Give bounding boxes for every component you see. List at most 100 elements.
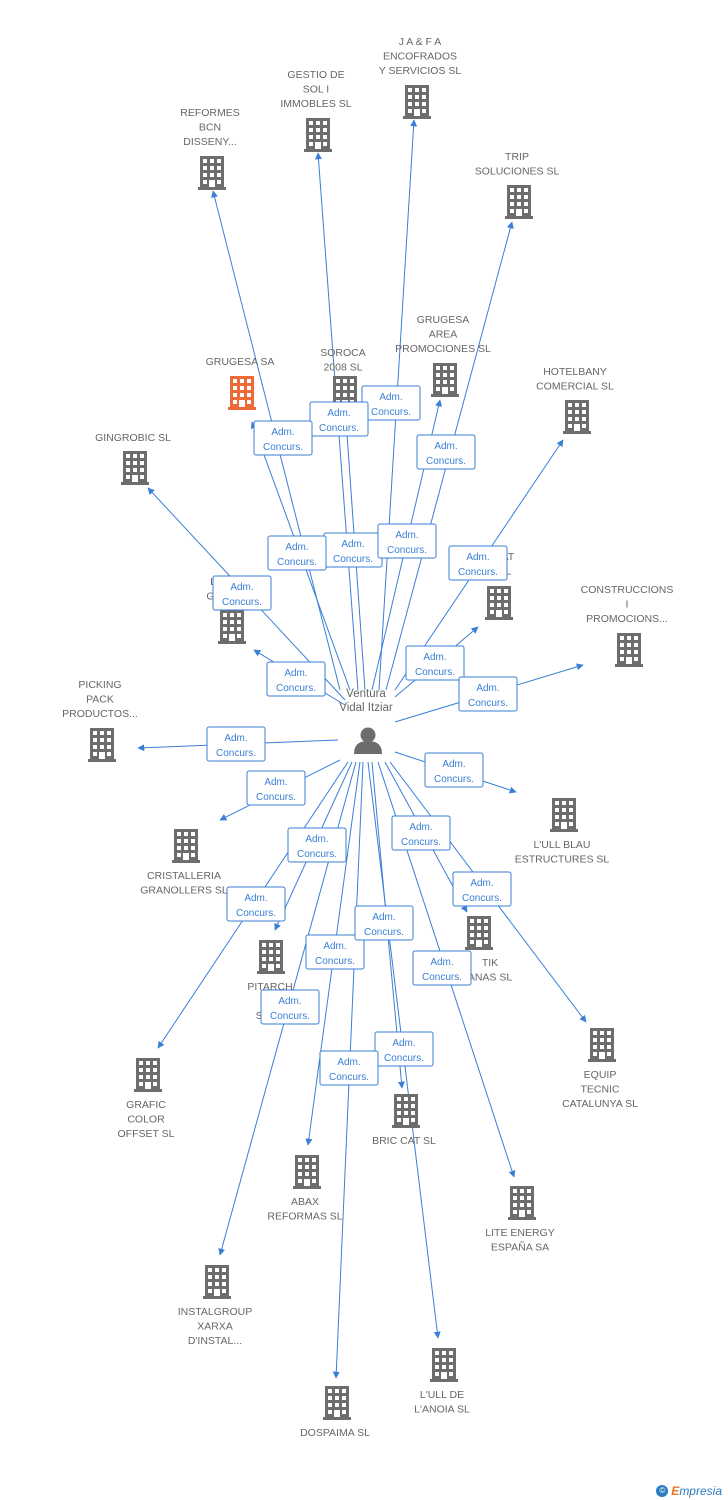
edge-label-tat[interactable]: Adm.Concurs. [405,645,465,681]
edge-label-line: Concurs. [422,972,462,983]
company-name-line: INSTALGROUP [178,1306,252,1318]
company-name-line: GRANOLLERS SL [140,885,228,897]
edge-label-line: Adm. [284,668,307,679]
copyright-icon: © [656,1485,669,1497]
company-name-line: ABAX [291,1196,319,1208]
edge-label-line: Concurs. [270,1011,310,1022]
edge-label-tik[interactable]: Adm.Concurs. [391,815,451,851]
company-node-bric[interactable]: BRIC CAT SL [372,1094,436,1147]
company-name-line: REFORMES [180,107,240,119]
edge-label-lga[interactable]: Adm.Concurs. [266,661,326,697]
company-name-line: REFORMAS SL [267,1211,342,1223]
edge-label-ullblau[interactable]: Adm. Concurs. [424,752,484,788]
edge-label-trip[interactable]: Adm.Concurs. [377,523,437,559]
edge-label-equip[interactable]: Adm.Concurs. [452,871,512,907]
building-icon [218,610,246,644]
edge-label-line: Concurs. [364,927,404,938]
edge-label-line: Concurs. [434,774,474,785]
edge-label-gestio[interactable]: Adm.Concurs. [323,532,383,568]
edge-label-line: Concurs. [277,557,317,568]
edge-label-reformes[interactable]: Adm.Concurs. [267,535,327,571]
edge-label-abax[interactable]: Adm.Concurs. [305,934,365,970]
company-name-line: GESTIO DE [287,69,344,81]
edge-label-grafic[interactable]: Adm.Concurs. [226,886,286,922]
company-name-line: SOL I [303,84,329,96]
edge-label-picking[interactable]: Adm.Concurs. [206,726,266,762]
edge-label-grugesa-area[interactable]: Adm.Concurs. [416,434,476,470]
edge-label-line: Concurs. [387,545,427,556]
company-name-line: PROMOCIONS... [586,613,668,625]
edge-label-instalgroup[interactable]: Adm.Concurs. [260,989,320,1025]
company-node-gingrobic[interactable]: GINGROBIC SL [95,432,171,485]
company-node-grugesa[interactable]: GRUGESA SA [206,356,275,410]
building-icon [465,916,493,950]
company-name: GRUGESA SA [206,356,275,368]
company-name-line: GRAFIC [126,1099,166,1111]
edge-label-grugesa[interactable]: Adm.Concurs. [253,420,313,456]
edge-label-line: Adm. [442,759,465,770]
company-name-line: I [626,599,629,611]
person-name-line-1: Ventura [346,688,386,700]
company-name-line: TIK [482,957,498,969]
building-icon [257,940,285,974]
edge-label-ullanoia[interactable]: Adm. Concurs. [354,905,414,941]
edge-label-box [452,871,512,907]
edge-label-line: Concurs. [216,748,256,759]
edge-label-line: Adm. [372,912,395,923]
edge-label-box [319,1050,379,1086]
company-name-line: D'INSTAL... [188,1335,242,1347]
edge-label-line: Concurs. [415,667,455,678]
company-name-line: SOLUCIONES SL [475,166,560,178]
edge-label-line: Adm. [470,878,493,889]
company-name-line: GINGROBIC SL [95,432,171,444]
company-name-line: AREA [429,329,458,341]
edge-label-construccions[interactable]: Adm.Concurs. [458,676,518,712]
company-name-line: PRODUCTOS... [62,708,138,720]
edge-label-soroca[interactable]: Adm.Concurs. [309,401,369,437]
company-node-dospaima[interactable]: DOSPAIMA SL [300,1386,370,1439]
edge-label-box [458,676,518,712]
edge-label-gingrobic[interactable]: Adm.Concurs. [212,575,272,611]
edge-label-box [309,401,369,437]
company-name-line: PACK [86,694,114,706]
edge-label-line: Concurs. [236,908,276,919]
edge-label-cristalleria[interactable]: Adm.Concurs. [246,770,306,806]
edge-label-line: Adm. [466,552,489,563]
edge-label-line: Adm. [341,539,364,550]
building-icon [508,1186,536,1220]
edge-label-pitarch[interactable]: Adm.Concurs. [287,827,347,863]
edge-label-hotelbany[interactable]: Adm.Concurs. [448,545,508,581]
person-node[interactable]: Ventura Vidal Itziar [339,688,393,754]
edge-label-line: Concurs. [401,837,441,848]
edge-label-jaf[interactable]: Adm.Concurs. [361,385,421,421]
edge-label-dospaima[interactable]: Adm.Concurs. [319,1050,379,1086]
edge-label-lite[interactable]: Adm.Concurs. [412,950,472,986]
edge-label-line: Adm. [271,427,294,438]
edge-label-line: Adm. [476,683,499,694]
edge-label-bric[interactable]: Adm.Concurs. [374,1031,434,1067]
person-icon [354,727,382,754]
company-node-abax[interactable]: ABAX REFORMAS SL [267,1155,343,1223]
